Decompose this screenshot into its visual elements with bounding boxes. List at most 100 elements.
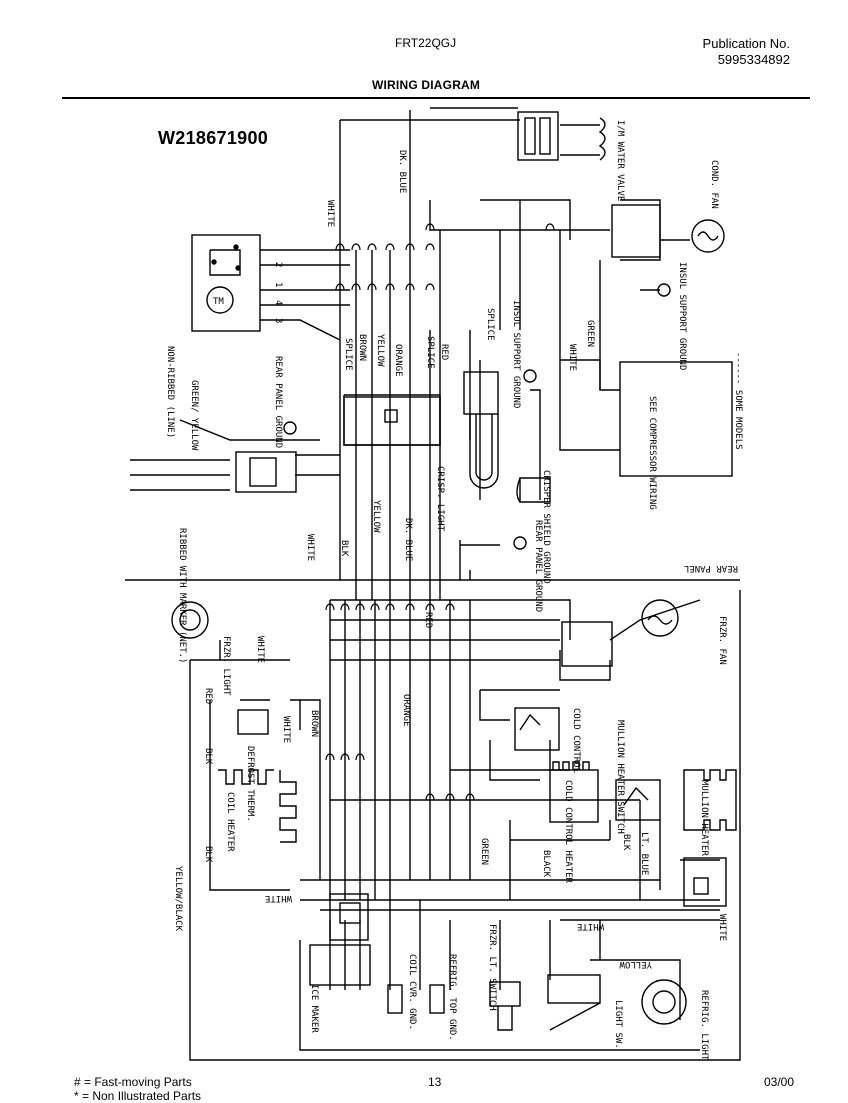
- label-insul-ground-1: INSUL SUPPORT GROUND: [677, 262, 687, 370]
- coil-cvr-gnd: [387, 984, 403, 1014]
- label-red: RED: [439, 344, 449, 360]
- label-splice-1: SPLICE: [343, 338, 353, 371]
- light-sw-body: [547, 974, 601, 1004]
- label-ice-maker: ICE MAKER: [309, 984, 319, 1033]
- label-terminal-1: 1: [273, 282, 283, 287]
- label-red-3: RED: [203, 688, 213, 704]
- label-cold-control-heater: COLD CONTROL HEATER: [563, 780, 573, 884]
- ice-maker-block: [309, 944, 371, 986]
- model-number: FRT22QGJ: [395, 36, 457, 50]
- label-defrost-therm: DEFROST THERM.: [245, 746, 255, 822]
- label-frzr-light: FRZR. LIGHT: [221, 636, 231, 696]
- label-orange-2: ORANGE: [401, 694, 411, 727]
- label-dk-blue-2: DK. BLUE: [403, 518, 413, 561]
- mullion-heater-element: [683, 769, 737, 831]
- label-see-compressor-wiring: SEE COMPRESSOR WIRING: [647, 396, 657, 510]
- label-white-bottom-2: WHITE: [577, 921, 604, 931]
- label-brown: BROWN: [357, 334, 367, 361]
- label-splice-2: SPLICE: [425, 336, 435, 369]
- cold-control-body: [514, 707, 560, 751]
- label-yellow-2: YELLOW: [371, 500, 381, 533]
- label-mullion-heater: MULLION HEATER: [699, 780, 709, 856]
- frzr-fan-motor: [641, 599, 679, 637]
- label-mullion-heater-switch: MULLION HEATER SWITCH: [615, 720, 625, 834]
- label-brown-2: BROWN: [309, 710, 319, 737]
- label-ribbed: RIBBED WITH MARKER (NET.): [177, 528, 187, 663]
- label-yellow: YELLOW: [375, 334, 385, 367]
- label-some-models: ------ SOME MODELS: [733, 352, 743, 450]
- water-valve-coil: [598, 117, 606, 161]
- label-lt-blue: LT. BLUE: [639, 832, 649, 875]
- cold-control-heater: [549, 769, 599, 823]
- crisper-shield: [519, 477, 551, 503]
- label-light-sw: LIGHT SW.: [613, 1000, 623, 1049]
- diagram-wires: [125, 107, 741, 1061]
- label-coil-heater: COIL HEATER: [225, 792, 235, 852]
- label-non-ribbed: NON-RIBBED (LINE): [165, 346, 175, 438]
- refrig-light-bulb: [641, 979, 687, 1025]
- page-number: 13: [428, 1075, 442, 1089]
- defrost-timer: [191, 234, 261, 332]
- frzr-fan-connector: [561, 621, 613, 667]
- label-orange: ORANGE: [393, 344, 403, 377]
- label-white-therm: WHITE: [281, 716, 291, 743]
- frzr-light-bulb: [171, 601, 209, 639]
- label-crisper-shield-ground: CRISPER SHIELD GROUND: [541, 470, 551, 584]
- label-rear-panel: REAR PANEL: [684, 563, 738, 573]
- label-green-yellow: GREEN/ YELLOW: [189, 380, 199, 451]
- label-yellow-bottom: YELLOW: [619, 959, 652, 969]
- relay-block: [683, 857, 727, 907]
- legend: # = Fast-moving Parts * = Non Illustrate…: [74, 1075, 201, 1103]
- legend-fast-moving: # = Fast-moving Parts: [74, 1075, 192, 1089]
- publication-number: 5995334892: [717, 52, 790, 67]
- label-crisp-light: CRISP. LIGHT: [435, 466, 445, 532]
- label-rear-panel-ground-2: REAR PANEL GROUND: [533, 520, 543, 612]
- label-yellow-black: YELLOW/BLACK: [173, 866, 183, 932]
- label-cond-fan: COND. FAN: [709, 160, 719, 209]
- diagram-part-number: W218671900: [158, 128, 269, 148]
- water-valve-body: [517, 111, 559, 161]
- label-white-light: WHITE: [255, 636, 265, 663]
- label-terminal-2: 2: [273, 262, 283, 267]
- label-white-mid: WHITE: [567, 344, 577, 371]
- ground-symbols: [283, 283, 671, 550]
- label-splice-3: SPLICE: [485, 308, 495, 341]
- splice-loops: [325, 223, 555, 801]
- label-cold-control: COLD CONTROL: [571, 708, 581, 773]
- main-connector: [343, 396, 441, 446]
- publication-date: 03/00: [764, 1075, 795, 1089]
- label-insul-ground-2: INSUL SUPPORT GROUND: [511, 300, 521, 408]
- crisp-light-bulb: [469, 414, 499, 489]
- diagram-labels: I/M WATER VALVE COND. FAN INSUL SUPPORT …: [165, 120, 743, 1061]
- label-frzr-fan: FRZR. FAN: [717, 616, 727, 665]
- publication-block: Publication No. 5995334892: [703, 36, 790, 68]
- defrost-therm: [237, 709, 269, 735]
- components: [171, 111, 737, 1031]
- label-tm: TM: [213, 297, 224, 307]
- label-blk: BLK: [339, 540, 349, 557]
- label-refrig-light: REFRIG. LIGHT: [699, 990, 709, 1061]
- compressor-box: [619, 361, 733, 477]
- coil-heater-left: [279, 770, 297, 843]
- label-blk-4: BLK: [621, 834, 631, 851]
- label-red-2: RED: [423, 612, 433, 628]
- label-water-valve: I/M WATER VALVE: [615, 120, 625, 201]
- label-white-right: WHITE: [717, 914, 727, 941]
- cond-fan-connector: [611, 204, 661, 258]
- label-terminal-3: 3: [273, 318, 283, 323]
- coil-heater: [218, 769, 274, 785]
- cond-fan-motor: [691, 219, 725, 253]
- label-rear-panel-ground-1: REAR PANEL GROUND: [273, 356, 283, 448]
- mullion-switch-body: [615, 779, 661, 821]
- power-cord-block: [235, 451, 297, 493]
- frzr-lt-switch: [489, 981, 521, 1007]
- label-white-left: WHITE: [305, 534, 315, 561]
- ice-maker-connector: [329, 893, 369, 941]
- header-rule: [62, 97, 810, 99]
- label-green: GREEN: [585, 320, 595, 347]
- label-black: BLACK: [541, 850, 551, 878]
- label-frzr-lt-switch: FRZR. LT. SWITCH: [487, 924, 497, 1011]
- refrig-top-gnd: [429, 984, 445, 1014]
- crisp-light-socket: [463, 371, 499, 415]
